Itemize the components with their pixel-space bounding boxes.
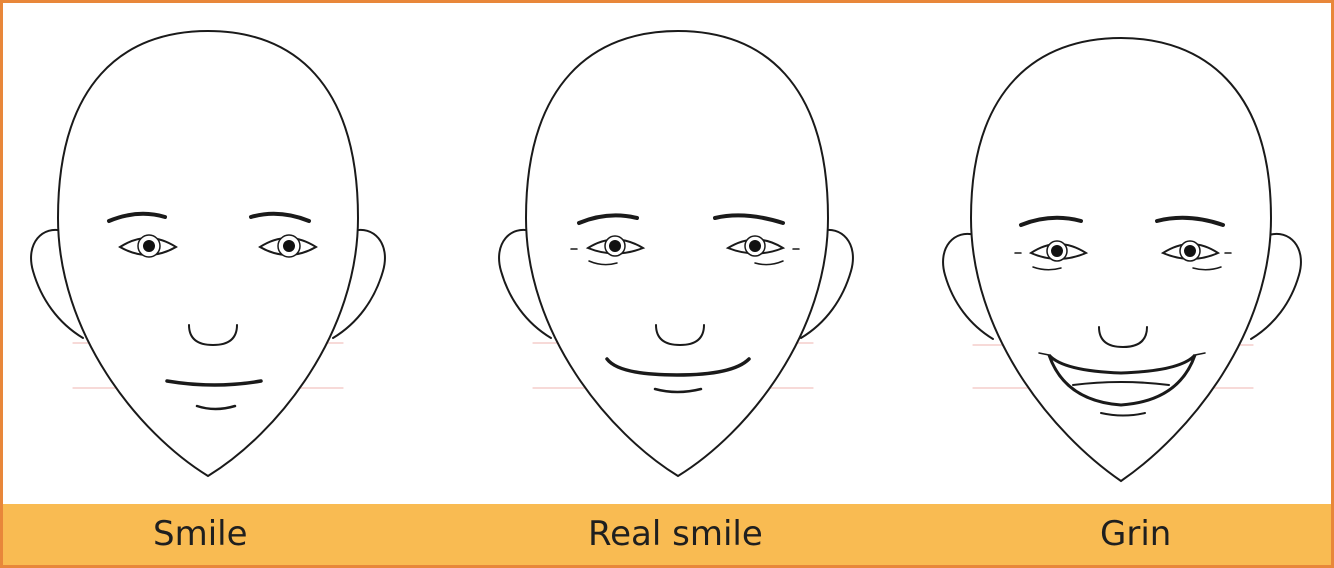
faces-illustration: [3, 3, 1331, 503]
face-grin: [943, 38, 1301, 481]
head-outline: [526, 31, 828, 476]
face-real-smile: [499, 31, 853, 476]
face-smile: [31, 31, 385, 476]
caption-grin: Grin: [1100, 514, 1171, 554]
caption-smile: Smile: [153, 514, 248, 554]
caption-band: Smile Real smile Grin: [3, 504, 1331, 568]
caption-real-smile: Real smile: [588, 514, 763, 554]
